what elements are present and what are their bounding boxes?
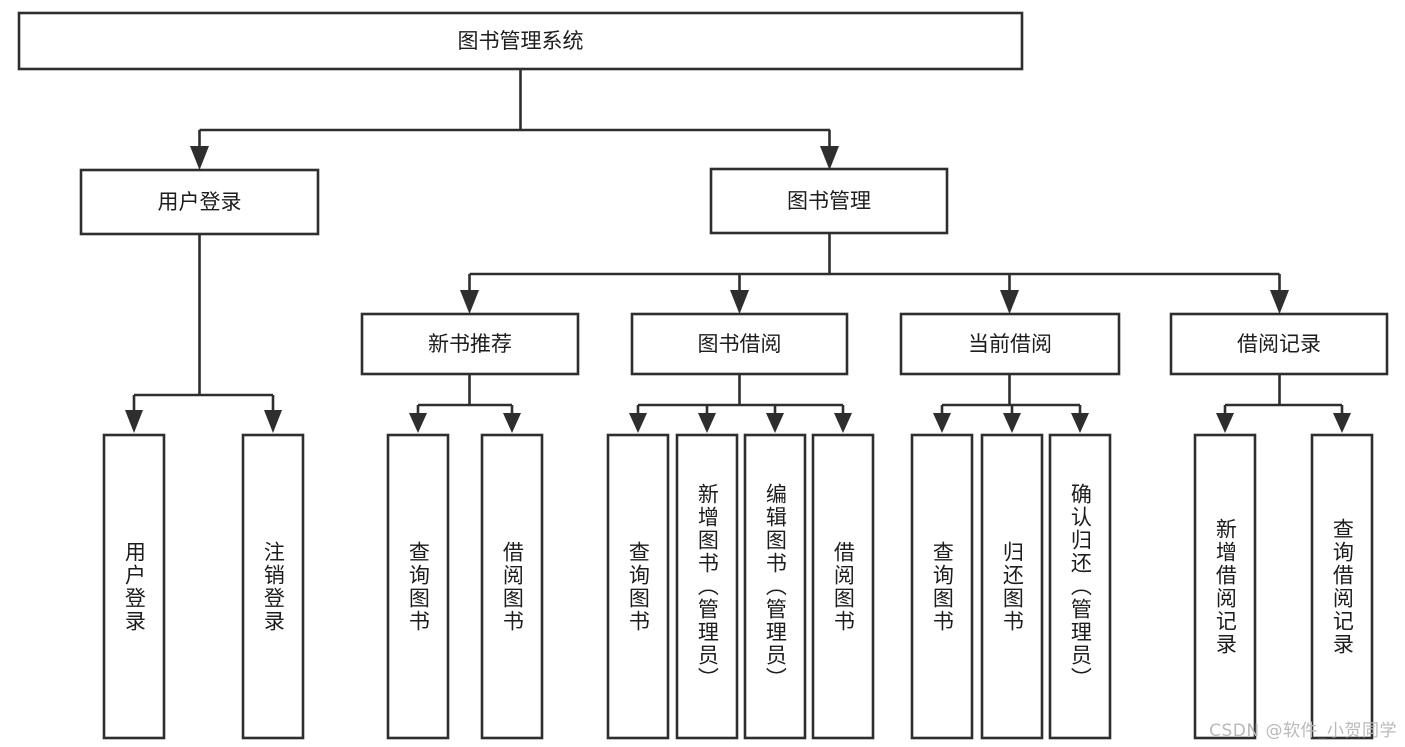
node-box-borrow-record[interactable] <box>1169 312 1389 376</box>
node-label-book-admin: 图书管理 <box>787 189 871 213</box>
arrow-head-leaf-return-book <box>1003 413 1021 433</box>
node-box-book-borrow[interactable] <box>630 312 849 376</box>
watermark-text: CSDN @软件_小贺同学 <box>1209 721 1397 741</box>
node-box-leaf-query-record[interactable] <box>1310 433 1374 740</box>
arrow-head-leaf-confirm-return <box>1071 413 1089 433</box>
node-box-root[interactable] <box>17 11 1024 71</box>
arrow-head-leaf-borrow-book-1 <box>503 413 521 433</box>
node-box-leaf-return-book[interactable] <box>980 433 1044 740</box>
node-box-leaf-edit-book[interactable] <box>743 433 807 740</box>
arrow-head-leaf-logout <box>264 410 282 433</box>
connector-group-borrow-record-to-leaves <box>1216 374 1351 433</box>
node-label-new-book-rec: 新书推荐 <box>428 332 512 356</box>
node-box-current-borrow[interactable] <box>899 312 1121 376</box>
node-label-root: 图书管理系统 <box>458 29 584 53</box>
node-label-book-borrow: 图书借阅 <box>698 332 782 356</box>
arrow-head-leaf-query-book-1 <box>409 413 427 433</box>
node-box-leaf-logout[interactable] <box>241 433 305 740</box>
connector-group-root-to-level2 <box>190 69 839 170</box>
node-label-borrow-record: 借阅记录 <box>1237 332 1321 356</box>
node-box-leaf-query-book-2[interactable] <box>606 433 670 740</box>
connector-group-current-borrow-to-leaves <box>933 374 1089 433</box>
arrow-head-leaf-add-record <box>1216 413 1234 433</box>
arrow-head-leaf-add-book <box>698 413 716 433</box>
arrow-head-leaf-user-login <box>125 410 143 433</box>
arrow-head-book-borrow <box>730 290 749 314</box>
node-label-current-borrow: 当前借阅 <box>968 332 1052 356</box>
connector-group-new-book-rec-to-leaves <box>409 374 521 433</box>
arrow-head-new-book-rec <box>460 290 479 314</box>
node-box-leaf-query-book-1[interactable] <box>386 433 450 740</box>
arrow-head-leaf-query-book-3 <box>933 413 951 433</box>
node-box-book-admin[interactable] <box>709 167 949 235</box>
arrow-head-leaf-edit-book <box>766 413 784 433</box>
node-box-leaf-query-book-3[interactable] <box>910 433 974 740</box>
arrow-head-leaf-query-record <box>1333 413 1351 433</box>
arrow-head-user-login <box>190 146 209 170</box>
arrow-head-current-borrow <box>1000 290 1019 314</box>
node-box-leaf-confirm-return[interactable] <box>1048 433 1112 740</box>
connector-group-user-login-to-leaves <box>125 234 282 433</box>
node-label-user-login: 用户登录 <box>158 190 242 214</box>
connector-group-book-admin-to-level3 <box>460 233 1289 314</box>
node-box-leaf-add-book[interactable] <box>675 433 739 740</box>
arrow-head-leaf-query-book-2 <box>629 413 647 433</box>
connector-group-book-borrow-to-leaves <box>629 374 852 433</box>
arrow-head-leaf-borrow-book-2 <box>834 413 852 433</box>
node-box-leaf-borrow-book-2[interactable] <box>811 433 875 740</box>
node-box-leaf-add-record[interactable] <box>1193 433 1257 740</box>
node-box-leaf-user-login[interactable] <box>102 433 166 740</box>
arrow-head-borrow-record <box>1270 290 1289 314</box>
node-box-new-book-rec[interactable] <box>360 312 580 376</box>
node-box-leaf-borrow-book-1[interactable] <box>480 433 544 740</box>
arrow-head-book-admin <box>820 146 839 170</box>
node-box-user-login[interactable] <box>79 168 320 236</box>
